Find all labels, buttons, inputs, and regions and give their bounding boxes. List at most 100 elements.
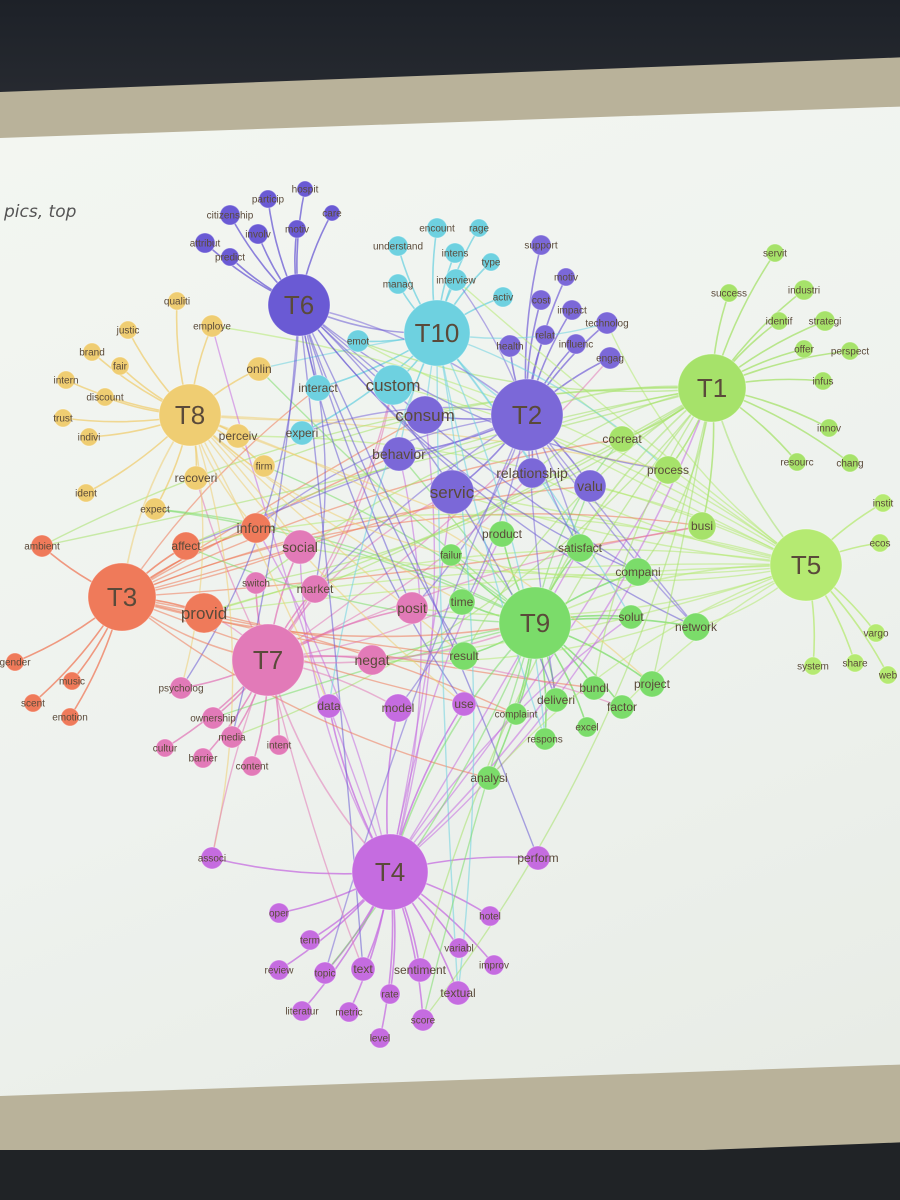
- topic-node-t1-label: T1: [697, 373, 727, 403]
- term-node-perform-circle: [525, 845, 551, 871]
- term-node-firm-circle: [252, 454, 276, 478]
- term-node-servit: servit: [763, 243, 787, 263]
- term-node-technolog: technolog: [585, 311, 629, 335]
- term-node-firm: firm: [252, 454, 276, 478]
- term-node-vargo-label: vargo: [863, 629, 888, 640]
- term-node-failur-label: failur: [440, 551, 462, 562]
- term-node-excel-label: excel: [575, 723, 598, 734]
- term-node-psycholog: psycholog: [158, 676, 204, 700]
- term-node-barrier-label: barrier: [189, 754, 219, 765]
- term-node-score-circle: [411, 1008, 435, 1032]
- edge: [185, 414, 528, 547]
- term-node-servit-circle: [765, 243, 785, 263]
- term-node-result-label: result: [449, 649, 479, 663]
- term-node-time-label: time: [451, 595, 474, 609]
- term-node-trust-circle: [53, 408, 73, 428]
- term-node-intens: intens: [442, 242, 468, 264]
- term-node-trust-label: trust: [53, 414, 73, 425]
- term-node-chang-label: chang: [836, 459, 863, 470]
- term-node-associ-circle: [200, 846, 224, 870]
- edge: [534, 564, 807, 624]
- term-node-ownership: ownership: [190, 706, 236, 730]
- topic-node-t7-circle: [231, 623, 305, 697]
- term-node-intern: intern: [53, 370, 79, 390]
- term-node-data-circle: [316, 693, 342, 719]
- term-node-health-label: health: [496, 342, 523, 353]
- term-node-intent-label: intent: [267, 741, 292, 752]
- term-node-ident: ident: [75, 483, 97, 503]
- term-node-firm-label: firm: [256, 462, 273, 473]
- edge: [606, 322, 807, 566]
- term-node-term-label: term: [300, 936, 320, 947]
- term-node-topic: topic: [313, 961, 337, 985]
- term-node-servic-label: servic: [430, 483, 475, 502]
- term-node-use-label: use: [454, 697, 474, 711]
- term-node-level-circle: [369, 1027, 391, 1049]
- term-node-posit: posit: [395, 591, 429, 625]
- edge: [298, 304, 697, 628]
- term-node-behavior-circle: [381, 436, 417, 472]
- term-node-encount-circle: [426, 217, 448, 239]
- edge: [298, 304, 413, 609]
- term-node-affect-label: affect: [171, 539, 201, 553]
- term-node-provid-label: provid: [181, 604, 227, 623]
- term-node-product-label: product: [482, 527, 523, 541]
- term-node-barrier: barrier: [189, 747, 219, 769]
- term-node-hospit-label: hospit: [292, 185, 319, 196]
- term-node-psycholog-circle: [169, 676, 193, 700]
- term-node-encount: encount: [419, 217, 455, 239]
- term-node-industri: industri: [788, 279, 820, 301]
- topic-node-t2: T2: [490, 378, 564, 452]
- term-node-engag-label: engag: [596, 354, 624, 365]
- term-node-score: score: [411, 1008, 436, 1032]
- term-node-attribut: attribut: [190, 232, 221, 254]
- term-node-justic-circle: [118, 320, 138, 340]
- edge: [419, 387, 713, 971]
- term-node-identif-label: identif: [766, 317, 793, 328]
- term-node-cocreat-label: cocreat: [602, 432, 642, 446]
- term-node-provid: provid: [181, 592, 227, 634]
- term-node-interview: interview: [436, 268, 477, 292]
- term-node-manag-label: manag: [383, 280, 414, 291]
- edge: [314, 563, 807, 590]
- term-node-recoveri-label: recoveri: [175, 471, 218, 485]
- topic-node-t7-label: T7: [253, 645, 283, 675]
- term-node-term: term: [299, 929, 321, 951]
- term-node-market-label: market: [297, 582, 334, 596]
- term-node-hotel-label: hotel: [479, 912, 501, 923]
- term-node-excel-circle: [576, 716, 598, 738]
- term-node-model: model: [382, 693, 414, 723]
- edge: [189, 414, 465, 705]
- term-node-intens-circle: [444, 242, 466, 264]
- term-node-share-label: share: [842, 659, 867, 670]
- term-node-system-label: system: [797, 662, 829, 673]
- term-node-deliveri-label: deliveri: [537, 693, 575, 707]
- term-node-identif-circle: [769, 311, 789, 331]
- term-node-satisfact: satisfact: [558, 533, 603, 563]
- term-node-failur: failur: [439, 543, 463, 567]
- term-node-network: network: [675, 612, 718, 642]
- term-node-particip-label: particip: [252, 195, 285, 206]
- term-node-care-circle: [323, 204, 341, 222]
- term-node-innov: innov: [817, 418, 841, 438]
- term-node-fair-circle: [110, 356, 130, 376]
- term-node-text: text: [350, 956, 376, 982]
- term-node-perform-label: perform: [517, 851, 558, 865]
- term-node-perceiv-circle: [225, 423, 251, 449]
- term-node-vargo: vargo: [863, 623, 889, 643]
- edge: [203, 548, 807, 614]
- topic-node-t8-label: T8: [175, 400, 205, 430]
- term-node-cost-circle: [530, 289, 552, 311]
- term-node-ownership-label: ownership: [190, 714, 236, 725]
- term-node-use-circle: [451, 691, 477, 717]
- term-node-discount-label: discount: [86, 393, 123, 404]
- term-node-emotion: emotion: [52, 707, 88, 727]
- term-node-music-label: music: [59, 677, 85, 688]
- term-node-recoveri: recoveri: [175, 465, 218, 491]
- term-node-oper-label: oper: [269, 909, 290, 920]
- term-node-cultur: cultur: [153, 738, 178, 758]
- term-node-rage-label: rage: [469, 224, 489, 235]
- term-node-emotion-circle: [60, 707, 80, 727]
